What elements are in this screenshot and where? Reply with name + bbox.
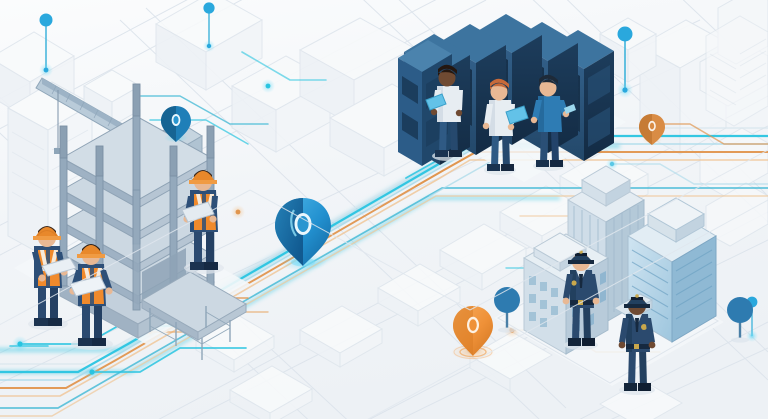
tree-right: [727, 297, 753, 343]
background-tower: [6, 81, 94, 259]
data-center-technician-3: [530, 74, 576, 171]
scaffold-platform: [141, 271, 247, 360]
beacon-top-mid: [203, 2, 215, 52]
construction-worker-3: [181, 170, 224, 274]
construction-worker-1: [28, 226, 77, 330]
map-pin-right-orange[interactable]: [639, 114, 665, 145]
map-pin-left-small[interactable]: [161, 106, 191, 143]
beacon-top-left: [39, 13, 53, 77]
map-pin-bottom-orange[interactable]: [451, 306, 495, 360]
data-center-technician-2: [482, 78, 529, 175]
glass-office-block: [612, 197, 717, 343]
police-officer-2: [618, 294, 656, 395]
foreground-street-lines: [0, 149, 768, 419]
beacon-top-right: [617, 26, 633, 98]
construction-worker-2: [69, 244, 113, 350]
scene-construction-site: [6, 69, 250, 360]
police-officer-1: [562, 250, 600, 350]
beacon-right-mid: [746, 296, 758, 342]
scene-data-center: [398, 14, 626, 182]
data-center-technician-1: [425, 64, 464, 161]
map-block-striped: [705, 15, 768, 127]
map-pin-center-main[interactable]: [275, 198, 331, 271]
